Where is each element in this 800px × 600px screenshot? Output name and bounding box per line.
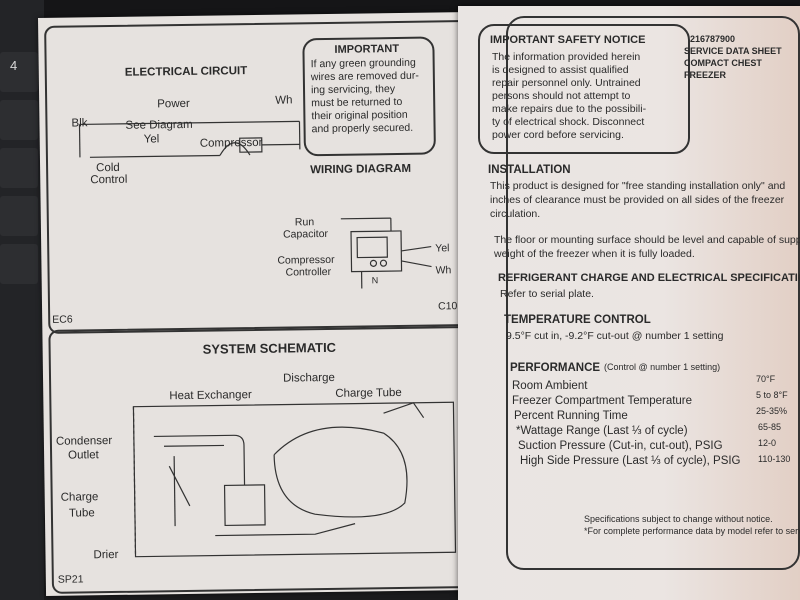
performance-row-value: 12-0 — [758, 438, 777, 448]
keyboard-key: 4 — [0, 52, 38, 92]
performance-row-value: 25-35% — [756, 406, 788, 416]
cold-label: Cold — [96, 161, 120, 175]
safety-line: The information provided herein — [492, 51, 641, 63]
right-page-frame — [506, 16, 800, 570]
control-label: Control — [90, 173, 128, 187]
footer-line: *For complete performance data by model … — [584, 526, 800, 536]
important-line: must be returned to — [311, 95, 403, 110]
performance-row-value: 110-130 — [758, 454, 791, 464]
side-header-line: SERVICE DATA SHEET — [684, 46, 782, 56]
safety-notice-title: IMPORTANT SAFETY NOTICE — [490, 34, 646, 46]
temperature-text: 9.5°F cut in, -9.2°F cut-out @ number 1 … — [506, 330, 724, 342]
side-header-line: COMPACT CHEST — [684, 58, 762, 68]
performance-row-label: High Side Pressure (Last ⅓ of cycle), PS… — [520, 455, 741, 467]
installation-line: circulation. — [490, 208, 541, 220]
sp21-code: SP21 — [57, 573, 84, 586]
safety-line: make repairs due to the possibili- — [492, 103, 647, 115]
safety-line: is designed to assist qualified — [492, 64, 629, 76]
outlet-label: Outlet — [68, 449, 99, 462]
keyboard-key-blank — [0, 196, 38, 236]
keyboard-edge: 4 — [0, 0, 44, 600]
part-number: 216787900 — [690, 34, 736, 44]
c10-code: C10 — [437, 300, 458, 313]
safety-line: ty of electrical shock. Disconnect — [492, 116, 645, 128]
installation-line: inches of clearance must be provided on … — [490, 194, 785, 206]
wh-label: Wh — [275, 94, 293, 107]
performance-row-value: 70°F — [756, 374, 776, 384]
installation-line: weight of the freezer when it is fully l… — [494, 248, 695, 260]
keyboard-key-blank — [0, 100, 38, 140]
charge-label: Charge — [60, 491, 99, 504]
important-title: IMPORTANT — [334, 42, 400, 56]
capacitor-label: Capacitor — [282, 227, 329, 241]
important-line: ing servicing, they — [310, 83, 396, 97]
refrigerant-text: Refer to serial plate. — [500, 288, 594, 300]
safety-line: power cord before servicing. — [492, 129, 624, 141]
yel-label: Yel — [143, 133, 160, 146]
performance-subtitle: (Control @ number 1 setting) — [604, 362, 721, 372]
performance-title: PERFORMANCE — [510, 362, 601, 374]
left-page: ELECTRICAL CIRCUIT Power Wh Blk See Diag… — [38, 11, 499, 596]
installation-line: The floor or mounting surface should be … — [494, 234, 800, 246]
side-header-line: FREEZER — [684, 70, 727, 80]
electrical-circuit-diagram — [78, 120, 301, 158]
important-line: wires are removed dur- — [310, 69, 419, 84]
compressor-label: Compressor — [199, 136, 263, 150]
performance-row-label: Percent Running Time — [514, 410, 628, 422]
wd-compressor-label: Compressor — [277, 253, 335, 267]
footer-line: Specifications subject to change without… — [584, 514, 773, 524]
wd-wh-label: Wh — [435, 264, 452, 277]
wiring-diagram-drawing — [340, 217, 432, 289]
important-line: and properly secured. — [311, 121, 414, 136]
safety-notice-box — [478, 24, 690, 154]
safety-line: repair personnel only. Untrained — [492, 77, 641, 89]
blk-label: Blk — [71, 117, 88, 130]
electrical-circuit-title: ELECTRICAL CIRCUIT — [124, 65, 248, 79]
run-label: Run — [294, 216, 315, 229]
wd-controller-label: Controller — [285, 265, 332, 279]
system-schematic-drawing — [132, 401, 457, 558]
condenser-label: Condenser — [55, 435, 113, 448]
tube-label: Tube — [68, 507, 95, 520]
performance-row-label: Suction Pressure (Cut-in, cut-out), PSIG — [518, 440, 723, 452]
power-label: Power — [157, 97, 190, 111]
installation-line: This product is designed for "free stand… — [490, 180, 786, 192]
discharge-label: Discharge — [282, 371, 335, 385]
performance-row-label: *Wattage Range (Last ⅓ of cycle) — [516, 425, 688, 437]
performance-row-label: Freezer Compartment Temperature — [512, 395, 693, 407]
wd-n-label: N — [371, 275, 379, 286]
charge-tube-top-label: Charge Tube — [335, 386, 402, 400]
ec6-code: EC6 — [52, 313, 73, 326]
important-line: their original position — [311, 108, 408, 123]
performance-row-label: Room Ambient — [512, 380, 588, 392]
wiring-diagram-title: WIRING DIAGRAM — [310, 162, 412, 177]
temperature-title: TEMPERATURE CONTROL — [504, 314, 651, 326]
system-schematic-title: SYSTEM SCHEMATIC — [202, 339, 337, 357]
installation-title: INSTALLATION — [488, 164, 571, 176]
refrigerant-title: REFRIGERANT CHARGE AND ELECTRICAL SPECIF… — [498, 272, 800, 284]
heat-exchanger-label: Heat Exchanger — [169, 389, 252, 403]
important-line: If any green grounding — [310, 56, 416, 71]
safety-line: persons should not attempt to — [492, 90, 631, 102]
performance-row-value: 65-85 — [758, 422, 782, 432]
keyboard-key-blank — [0, 148, 38, 188]
see-diagram-label: See Diagram — [125, 118, 193, 132]
drier-label: Drier — [93, 548, 119, 562]
wd-yel-label: Yel — [435, 242, 450, 255]
keyboard-key-blank — [0, 244, 38, 284]
right-page: IMPORTANT SAFETY NOTICE The information … — [458, 6, 800, 600]
performance-row-value: 5 to 8°F — [756, 390, 788, 400]
